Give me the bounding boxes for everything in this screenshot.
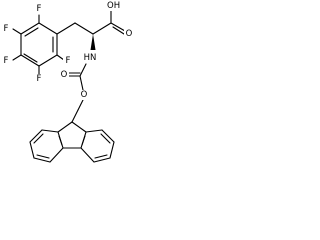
carboxyl-co-bond xyxy=(110,22,126,32)
ring-bond xyxy=(20,22,40,35)
carboxyl-co-double-bond xyxy=(112,26,125,35)
fluorene-bond xyxy=(33,157,51,163)
fluorene-bond xyxy=(41,129,59,133)
ring-bond xyxy=(38,54,58,67)
fluorine-label: F xyxy=(4,56,9,66)
fluorene xyxy=(29,121,115,163)
fluorene-double-bond xyxy=(33,133,44,144)
fluorene-bond xyxy=(85,129,103,133)
fluorene-double-bond xyxy=(94,154,108,159)
atom-labels: F F F F F OH O HN O O xyxy=(2,1,134,100)
fluorene-bond xyxy=(29,129,43,143)
fluorene-bond xyxy=(29,141,35,159)
fluorene-bond xyxy=(57,121,73,133)
backbone xyxy=(56,7,126,50)
fluorine-label: F xyxy=(4,24,9,34)
fluorine-label: F xyxy=(37,4,42,14)
fluorene-bond xyxy=(93,157,111,163)
cf-bond xyxy=(56,54,65,61)
fluorene-double-bond xyxy=(100,133,111,144)
ring-bond xyxy=(38,22,58,35)
fluorene-bond xyxy=(101,129,115,143)
hydroxyl-label: OH xyxy=(107,1,120,11)
carbamate xyxy=(67,63,87,123)
nh-carbonyl-bond xyxy=(79,63,87,77)
ester-ch2-bond xyxy=(77,99,84,111)
amine-label: HN xyxy=(84,53,97,63)
fluorene-double-bond xyxy=(58,135,63,146)
benzyl-bond xyxy=(56,22,76,35)
ring-double-bond xyxy=(24,27,39,37)
fluorine-bonds xyxy=(12,14,65,75)
cf-bond xyxy=(12,54,22,61)
fluorine-label: F xyxy=(66,56,71,66)
cf-bond xyxy=(12,28,22,35)
fluorene-double-bond xyxy=(36,154,50,159)
ch2-fluorenyl-bond xyxy=(71,109,79,123)
carbonyl-ester-bond xyxy=(79,75,84,91)
chiral-ch2-bond xyxy=(92,22,112,35)
fluorine-label: F xyxy=(37,74,42,84)
fluorene-double-bond xyxy=(81,135,86,146)
stereo-wedge xyxy=(90,34,96,50)
ring-bond xyxy=(20,54,40,67)
ring-double-bond xyxy=(23,53,38,63)
pentafluorophenyl-ring xyxy=(20,22,58,67)
acid-oxygen-label: O xyxy=(126,29,133,39)
fluorene-bond xyxy=(71,121,87,133)
ch2-chiral-bond xyxy=(74,22,94,35)
ester-oxygen-label: O xyxy=(81,90,88,100)
chemical-structure: F F F F F OH O HN O O xyxy=(2,1,134,163)
fluorene-bond xyxy=(80,147,95,163)
fluorene-bond xyxy=(109,141,115,159)
fluorene-bond xyxy=(49,147,64,163)
carbonyl-oxygen-label: O xyxy=(61,70,68,80)
